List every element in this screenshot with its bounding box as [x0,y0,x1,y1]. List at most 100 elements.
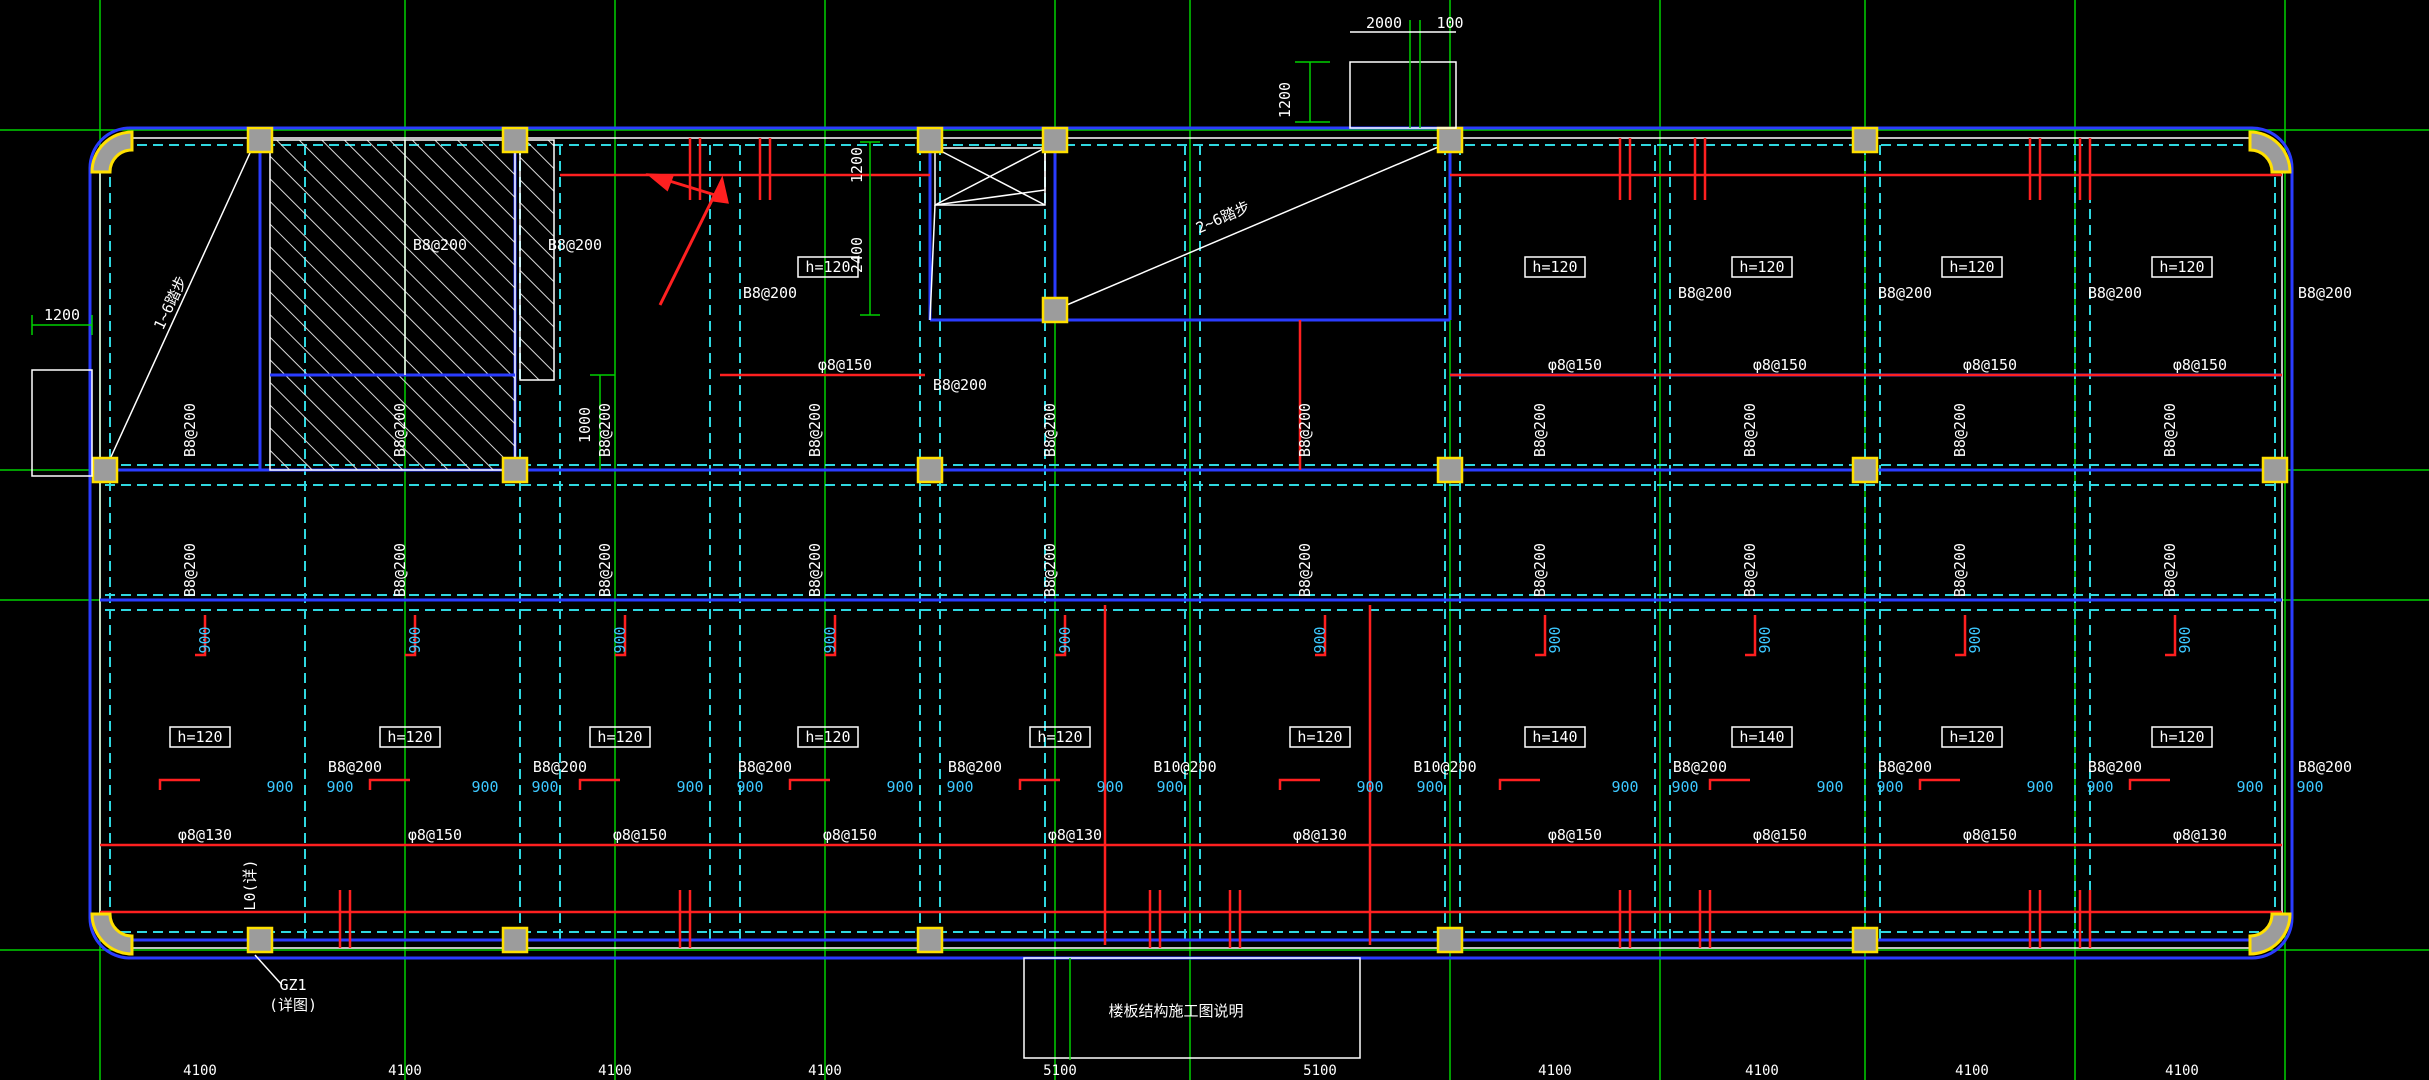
slab-thickness-box [1524,726,1586,748]
rebar-hook [1918,778,1960,790]
small-dimension: 900 [1356,778,1383,796]
rebar-vertical-label: B8@200 [391,403,409,457]
small-dimension: 900 [2236,778,2263,796]
slab-thickness-label: h=120 [387,728,432,746]
rebar-bottom-label: B8@200 [2088,758,2142,776]
small-dimension: 900 [1611,778,1638,796]
rebar-top-label: B8@200 [1678,284,1732,302]
rebar-hook [1535,615,1547,657]
rebar-bottom-label: B8@200 [1673,758,1727,776]
rebar-vertical-label: B8@200 [1041,403,1059,457]
rebar-vertical-label: B8@200 [1296,403,1314,457]
slab-dashed-lines [105,144,2280,940]
rebar-bottom-label: B8@200 [1878,758,1932,776]
small-dimension: 900 [406,626,424,653]
small-dimension: 900 [471,778,498,796]
slab-thickness-box [1941,256,2003,278]
small-dimension: 900 [886,778,913,796]
bottom-box [1023,957,1361,1060]
rebar-vertical-label: B8@200 [1951,403,1969,457]
stair-label-left: 1~6踏步 [150,273,190,332]
slab-thickness-label: h=120 [1739,258,1784,276]
rebar-vertical-label: B8@200 [806,543,824,597]
small-dimension: 900 [676,778,703,796]
rebar-hook [1708,778,1750,790]
stair-diagonals [104,141,1451,471]
rebar-top-label: B8@200 [933,376,987,394]
slab-thickness-box [1524,256,1586,278]
slab-thickness-label: h=120 [805,728,850,746]
distribution-top-label: φ8@150 [818,356,872,374]
annotation-arrow [645,173,729,306]
bay-dimension: 5100 [1303,1063,1337,1079]
bay-dimension: 4100 [598,1063,632,1079]
small-dimension: 900 [1756,626,1774,653]
hatched-void-area [269,139,555,471]
rebar-hook [825,615,837,657]
column [501,456,529,484]
small-dimension: 900 [1156,778,1183,796]
rebar-hook [615,615,627,657]
top-dim-1: 2000 [1366,14,1402,32]
rebar-hook [1955,615,1967,657]
slab-thickness-label: h=120 [1037,728,1082,746]
distribution-top-label: φ8@150 [1963,356,2017,374]
small-dimension: 900 [196,626,214,653]
rebar-top-label: B8@200 [743,284,797,302]
rebar-hook [2165,615,2177,657]
rebar-bottom-label: B8@200 [2298,758,2352,776]
distribution-bottom-label: φ8@150 [613,826,667,844]
bay-dimension: 4100 [808,1063,842,1079]
slab-thickness-label: h=120 [1949,258,1994,276]
rebar-vertical-label: B8@200 [1741,403,1759,457]
slab-thickness-box [169,726,231,748]
lo-label: L0(详) [241,859,259,910]
stair-dim: 1200 [848,147,866,183]
top-dim-2: 100 [1436,14,1463,32]
slab-thickness-label: h=120 [177,728,222,746]
slab-thickness-label: h=140 [1739,728,1784,746]
rebar-top-label: B8@200 [2298,284,2352,302]
rebar-vertical-label: B8@200 [596,543,614,597]
rebar-vertical-label: B8@200 [2161,403,2179,457]
distribution-top-label: φ8@150 [1753,356,1807,374]
rebar-hook [1745,615,1757,657]
slab-thickness-box [1289,726,1351,748]
slab-thickness-box [1029,726,1091,748]
left-box-dim: 1200 [44,306,80,324]
rebar-vertical-label: B8@200 [1296,543,1314,597]
left-box [31,315,93,477]
slab-thickness-label: h=120 [2159,258,2204,276]
distribution-bottom-label: φ8@150 [823,826,877,844]
dim-lines [590,141,880,470]
rebar-bottom-label: B10@200 [1153,758,1216,776]
distribution-bottom-label: φ8@130 [1048,826,1102,844]
small-dimension: 900 [326,778,353,796]
column [91,456,119,484]
bay-dimension: 4100 [2165,1063,2199,1079]
distribution-bottom-label: φ8@150 [1548,826,1602,844]
column [501,126,529,154]
rebar-hook [578,778,620,790]
stair-label-right: 2~6踏步 [1193,198,1252,238]
rebar-vertical-label: B8@200 [391,543,409,597]
bottom-box-label: 楼板结构施工图说明 [1108,1002,1243,1020]
rebar-vertical-label: B8@200 [1041,543,1059,597]
column [1851,456,1879,484]
column [246,926,274,954]
rebar-vertical-label: B8@200 [181,543,199,597]
column [1041,296,1069,324]
small-dimension: 900 [1816,778,1843,796]
slab-thickness-label: h=120 [1297,728,1342,746]
slab-thickness-box [797,256,859,278]
rebar-vertical-label: B8@200 [1531,403,1549,457]
slab-thickness-label: h=120 [805,258,850,276]
column [1851,926,1879,954]
small-dimension: 900 [531,778,558,796]
shaft-dim: 2400 [848,237,866,273]
rebar-lines [100,138,2282,948]
rebar-hook [368,778,410,790]
columns [91,126,2289,954]
